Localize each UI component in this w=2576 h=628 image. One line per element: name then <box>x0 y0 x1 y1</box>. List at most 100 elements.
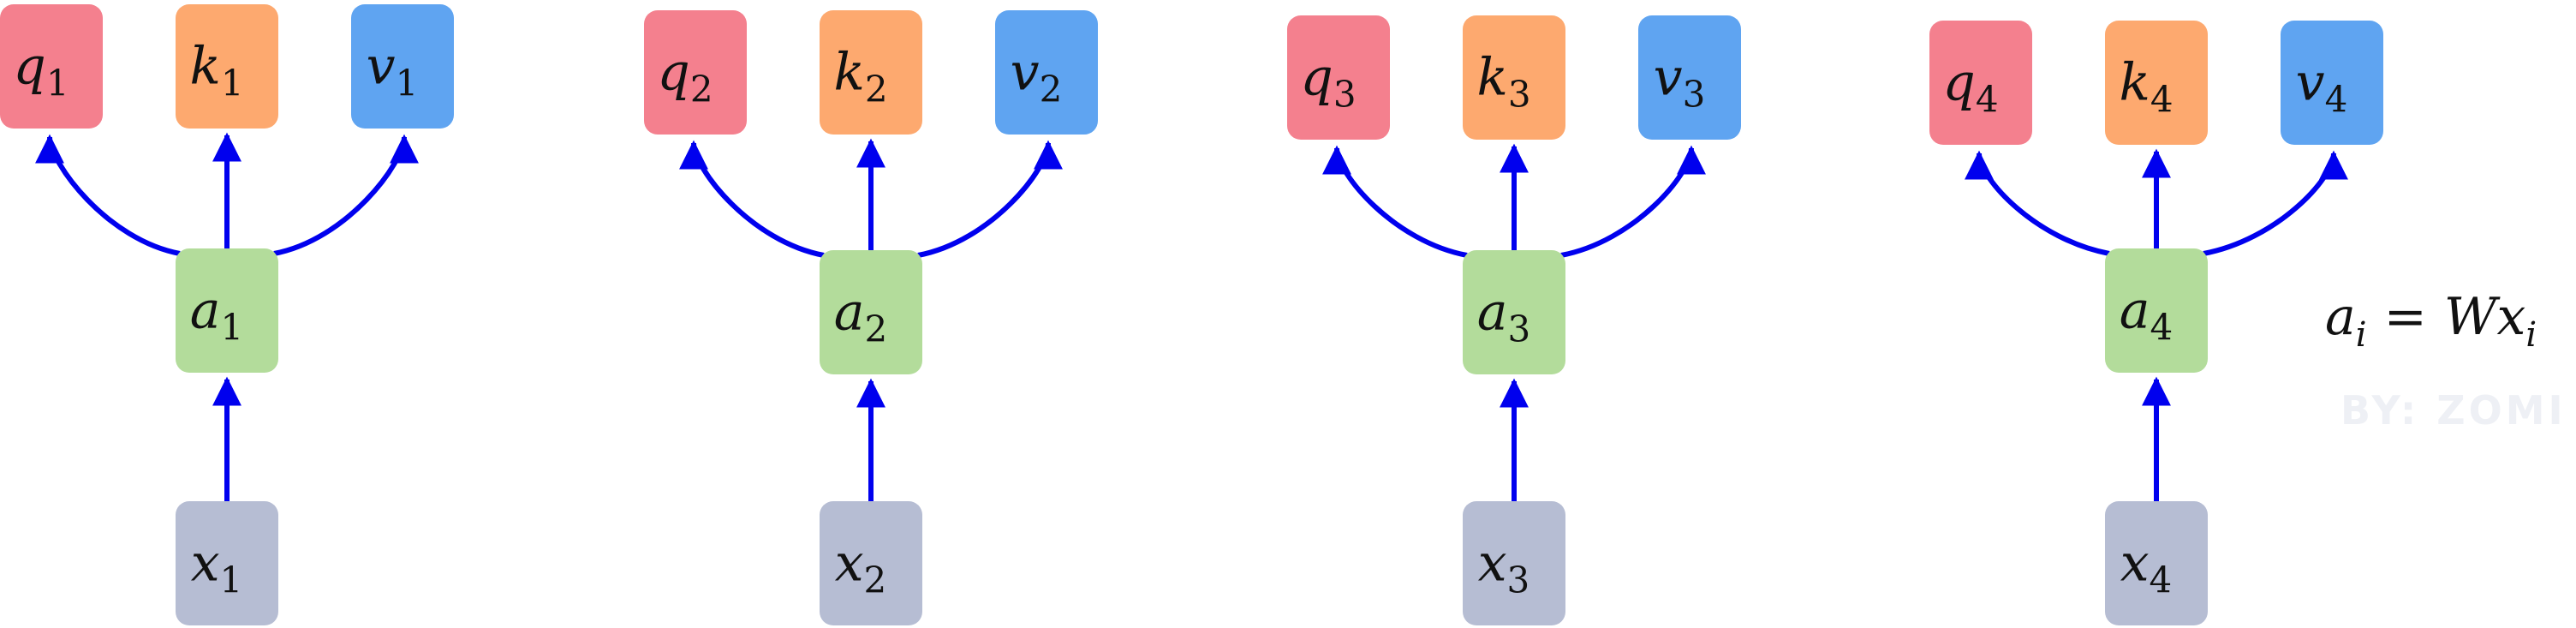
x-node-4-label: x4 <box>2120 534 2173 601</box>
q-node-1-label: q1 <box>13 37 69 105</box>
x-node-2-box <box>820 501 922 625</box>
k-node-2: k2 <box>820 10 922 135</box>
x-node-3-label-sub: 3 <box>1507 559 1530 601</box>
q-node-4-label-sub: 4 <box>1976 79 1999 121</box>
q-node-4-label: q4 <box>1942 53 1998 121</box>
x-node-2-label: x2 <box>835 534 887 601</box>
q-node-1-label-sub: 1 <box>46 63 69 105</box>
v-node-2-box <box>995 10 1098 135</box>
a-node-3: a3 <box>1463 250 1565 374</box>
a-node-2-label-sub: 2 <box>865 308 888 350</box>
a-node-4: a4 <box>2105 248 2208 373</box>
formula-lhs-sub: i <box>2356 315 2367 355</box>
q-node-4-label-base: q <box>1942 53 1975 113</box>
a-node-3-box <box>1463 250 1565 374</box>
a-node-2-label: a2 <box>834 283 888 350</box>
x-node-1-label: x1 <box>191 534 243 601</box>
q-node-1-box <box>0 4 103 129</box>
k-node-1-label: k1 <box>189 37 243 105</box>
v-node-1-box <box>351 4 454 129</box>
k-node-1: k1 <box>176 4 278 129</box>
v-node-3: v3 <box>1638 15 1741 140</box>
v-node-1-label-sub: 1 <box>396 63 419 105</box>
a-node-1-box <box>176 248 278 373</box>
k-node-3-label-sub: 3 <box>1508 74 1531 116</box>
v-node-4-label: v4 <box>2296 53 2348 121</box>
formula-rhs-base: Wx <box>2444 287 2526 347</box>
v-node-3-label-sub: 3 <box>1683 74 1706 116</box>
x-node-1-box <box>176 501 278 625</box>
x-node-1: x1 <box>176 501 278 625</box>
arrow-a-to-q-1 <box>35 134 181 256</box>
v-node-4-label-base: v <box>2296 53 2325 113</box>
v-node-2-label: v2 <box>1011 43 1063 111</box>
q-node-2-label: q2 <box>657 43 713 111</box>
k-node-4-label: k4 <box>2119 53 2173 121</box>
k-node-3-label-base: k <box>1476 48 1507 108</box>
v-node-2-label-base: v <box>1011 43 1040 103</box>
v-node-1: v1 <box>351 4 454 129</box>
a-node-1-label-sub: 1 <box>221 307 244 349</box>
x-node-4-label-sub: 4 <box>2150 559 2173 601</box>
v-node-3-box <box>1638 15 1741 140</box>
k-node-2-label: k2 <box>833 43 887 111</box>
k-node-3: k3 <box>1463 15 1565 140</box>
arrow-a-to-v-1 <box>273 134 419 256</box>
k-node-4-label-base: k <box>2119 53 2150 113</box>
a-node-3-label-base: a <box>1477 283 1508 343</box>
q-node-2: q2 <box>644 10 747 135</box>
k-node-4: k4 <box>2105 21 2208 145</box>
a-node-2: a2 <box>820 250 922 374</box>
v-node-1-label-base: v <box>367 37 396 97</box>
formula-lhs-base: a <box>2325 287 2356 347</box>
a-node-4-label-sub: 4 <box>2150 307 2174 349</box>
q-node-4: q4 <box>1929 21 2032 145</box>
x-node-2-label-base: x <box>835 534 864 594</box>
v-node-1-label: v1 <box>367 37 419 105</box>
k-node-2-label-sub: 2 <box>865 69 888 111</box>
q-node-3-box <box>1287 15 1390 140</box>
a-node-3-label: a3 <box>1477 283 1531 350</box>
x-node-1-label-base: x <box>191 534 220 594</box>
x-node-4-box <box>2105 501 2208 625</box>
v-node-4-box <box>2281 21 2383 145</box>
x-node-3-label-base: x <box>1478 534 1507 594</box>
q-node-2-label-sub: 2 <box>690 69 713 111</box>
k-node-1-box <box>176 4 278 129</box>
arrow-a-to-q-3 <box>1322 145 1468 258</box>
v-node-4: v4 <box>2281 21 2383 145</box>
a-node-1: a1 <box>176 248 278 373</box>
x-node-3-label: x3 <box>1478 534 1530 601</box>
arrow-a-to-v-3 <box>1560 145 1706 258</box>
q-node-3-label: q3 <box>1300 48 1356 116</box>
a-node-4-label-base: a <box>2120 281 2150 341</box>
k-node-2-box <box>820 10 922 135</box>
q-node-3-label-base: q <box>1300 48 1333 108</box>
a-node-2-box <box>820 250 922 374</box>
x-node-4: x4 <box>2105 501 2208 625</box>
x-node-4-label-base: x <box>2120 534 2150 594</box>
arrow-a-to-q-4 <box>1965 150 2110 256</box>
x-node-3: x3 <box>1463 501 1565 625</box>
a-node-1-label-base: a <box>190 281 221 341</box>
watermark: BY: ZOMI <box>2340 387 2567 434</box>
a-node-2-label-base: a <box>834 283 865 343</box>
k-node-4-label-sub: 4 <box>2150 79 2174 121</box>
q-node-3: q3 <box>1287 15 1390 140</box>
a-node-4-box <box>2105 248 2208 373</box>
x-node-1-label-sub: 1 <box>220 559 243 601</box>
k-node-1-label-base: k <box>189 37 220 97</box>
q-node-4-box <box>1929 21 2032 145</box>
k-node-1-label-sub: 1 <box>221 63 244 105</box>
v-node-2-label-sub: 2 <box>1040 69 1063 111</box>
v-node-2: v2 <box>995 10 1098 135</box>
arrow-a-to-q-2 <box>679 140 825 258</box>
k-node-3-label: k3 <box>1476 48 1530 116</box>
formula-equals: = <box>2384 287 2427 347</box>
v-node-3-label-base: v <box>1654 48 1683 108</box>
formula-rhs-sub: i <box>2525 315 2537 355</box>
